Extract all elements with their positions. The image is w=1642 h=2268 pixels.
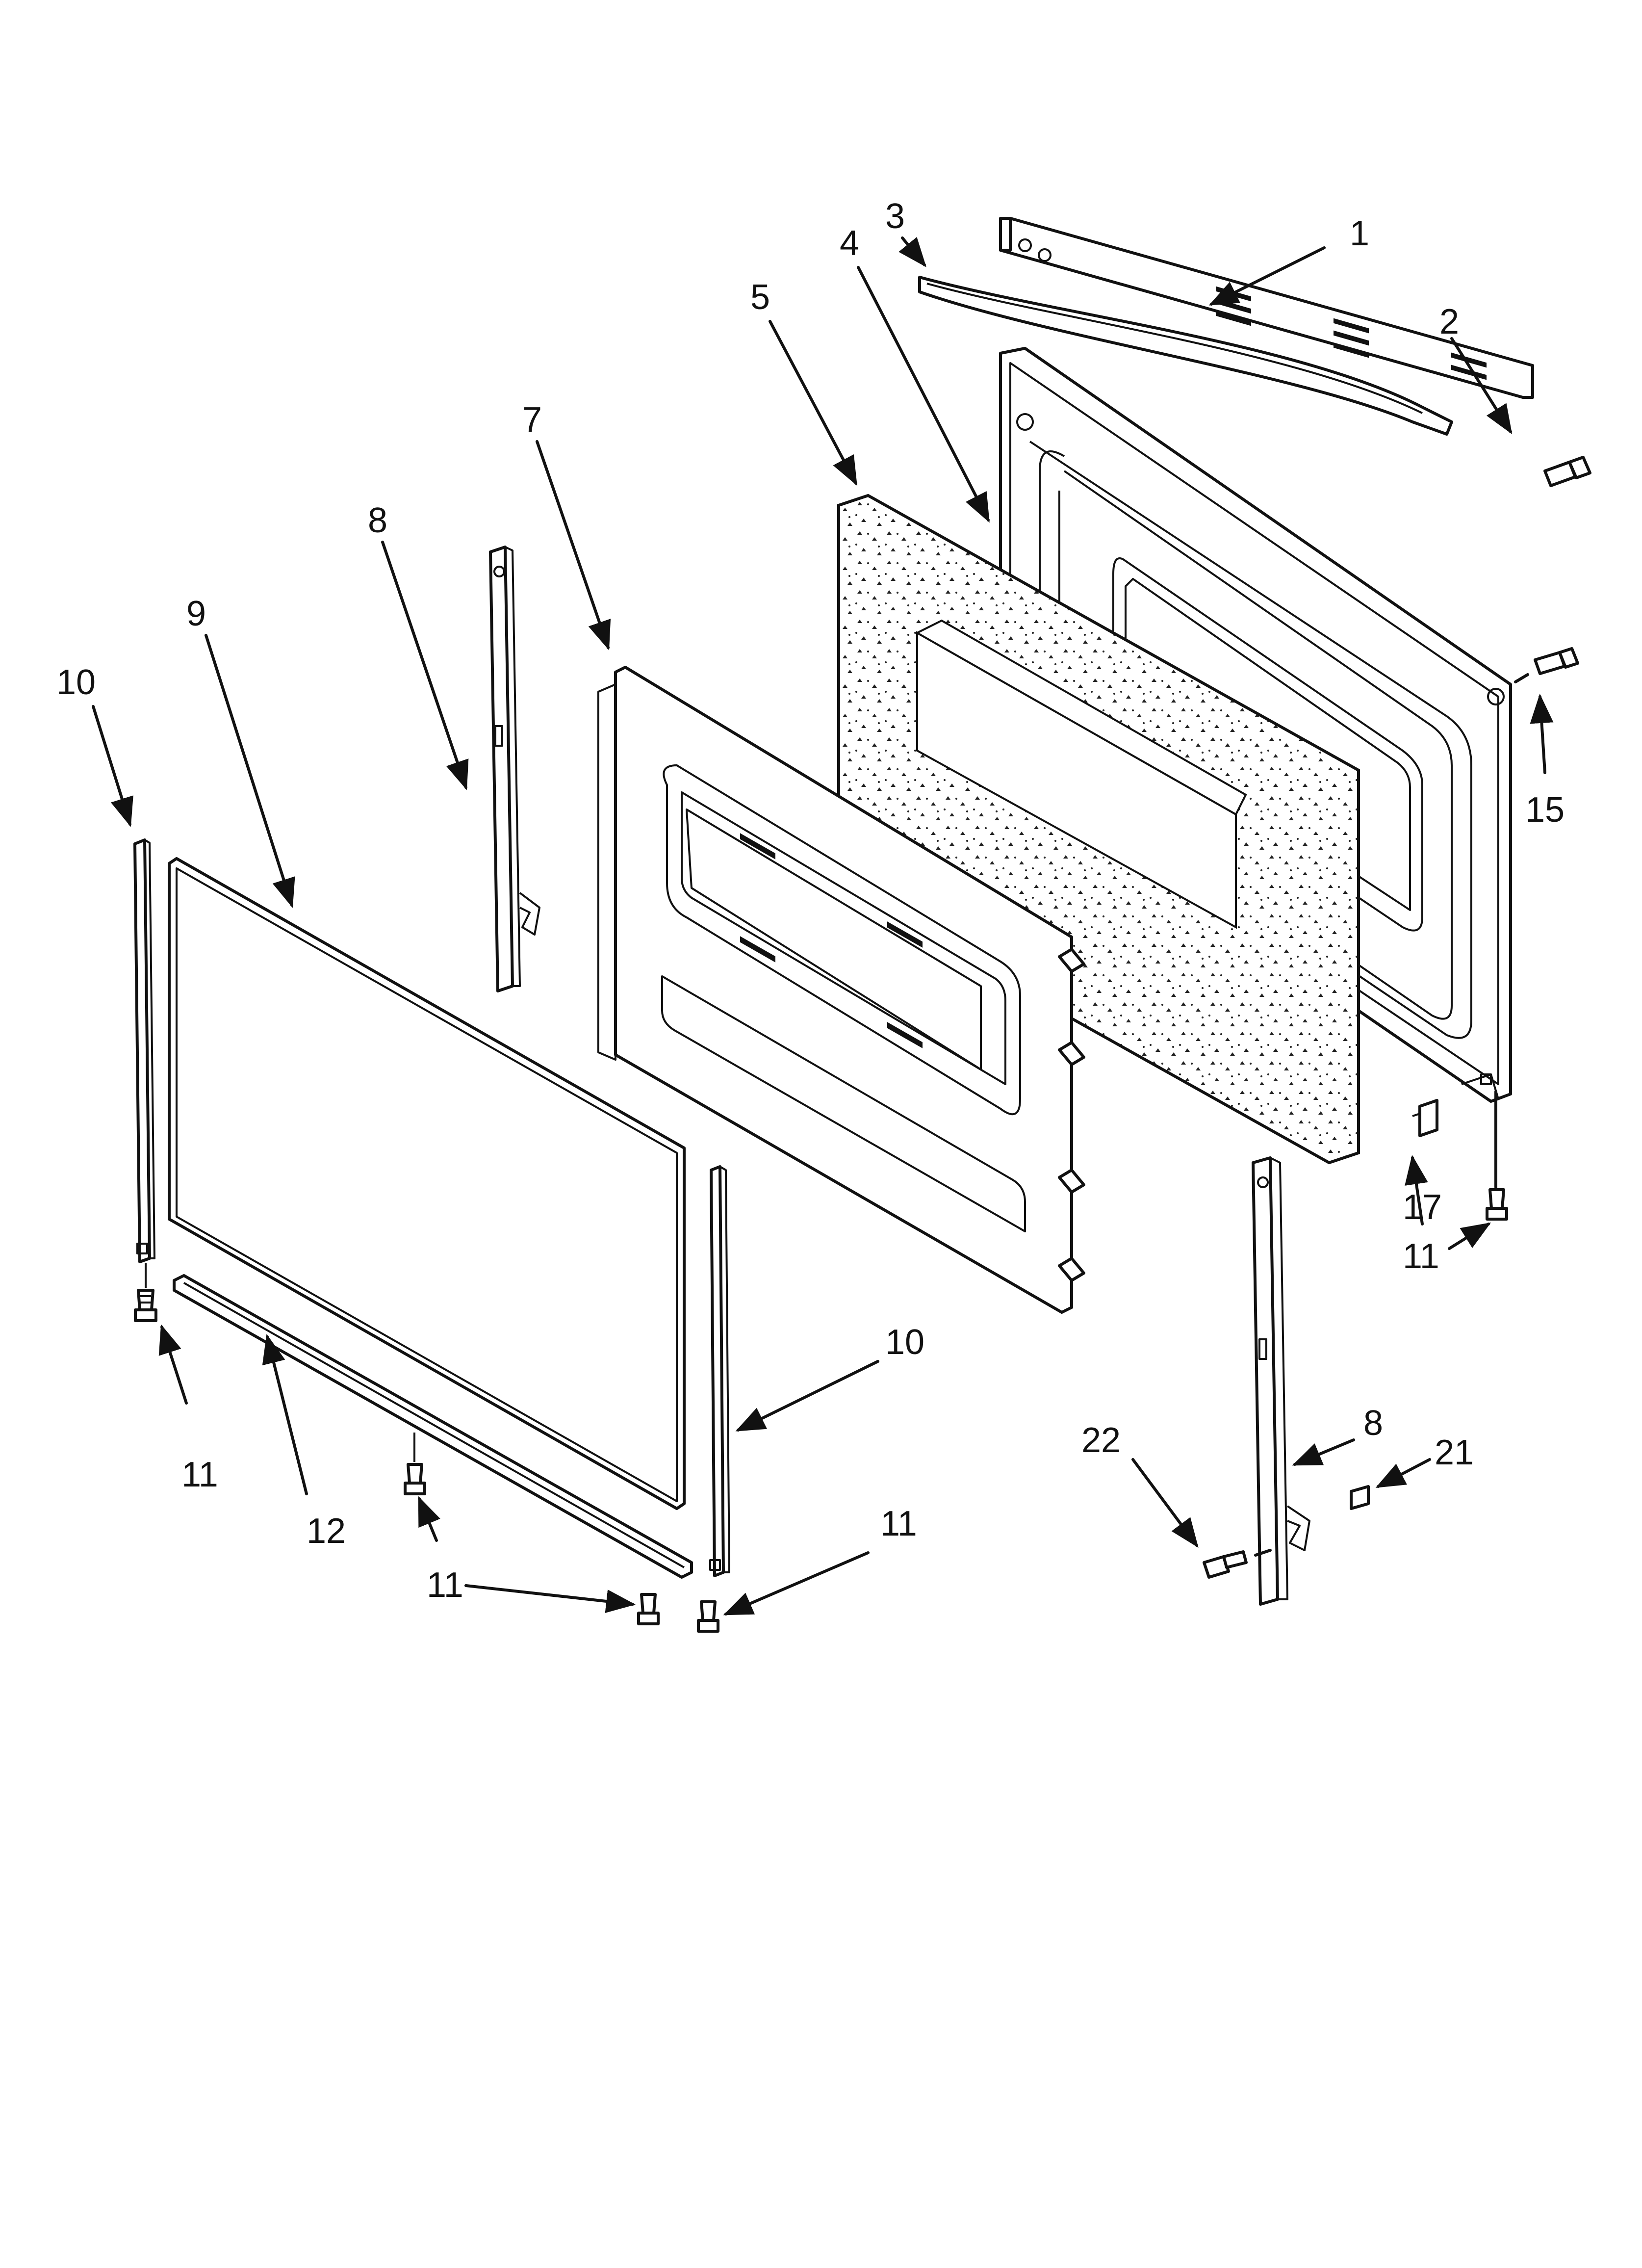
door-frame-part [597, 666, 1085, 1314]
hinge-left-part [489, 546, 540, 992]
screw-part [134, 1289, 157, 1322]
callout-10-right: 10 [885, 1323, 924, 1362]
callout-11-right: 11 [880, 1504, 917, 1543]
callout-5: 5 [750, 278, 770, 317]
callout-17: 17 [1403, 1188, 1442, 1227]
callout-10-left: 10 [56, 663, 96, 702]
screw-part [1534, 647, 1579, 675]
glass-panel-part [168, 857, 686, 1510]
callout-8-upper: 8 [368, 501, 387, 540]
screw-part [637, 1593, 660, 1625]
callout-labels: 1 2 3 4 5 7 8 8 9 10 10 11 11 11 11 12 1… [56, 197, 1565, 1605]
bottom-trim-part [173, 1274, 693, 1579]
screw-part [1486, 1188, 1508, 1221]
callout-11-left: 11 [181, 1455, 218, 1494]
clip-part [1412, 1099, 1438, 1137]
hinge-right-part [1252, 1156, 1310, 1606]
vent-trim-part [999, 217, 1534, 399]
callout-22: 22 [1081, 1421, 1121, 1460]
callout-11-far-right: 11 [1403, 1237, 1439, 1276]
callout-7: 7 [522, 400, 542, 440]
callout-15: 15 [1525, 790, 1565, 830]
screw-part [1203, 1550, 1248, 1579]
callout-2: 2 [1439, 302, 1459, 341]
side-trim-left-part [133, 838, 155, 1263]
screw-part [697, 1600, 719, 1633]
callout-12: 12 [307, 1512, 346, 1551]
insulation-part [837, 494, 1360, 1165]
callout-3: 3 [885, 197, 905, 236]
callout-11-bottom: 11 [427, 1565, 463, 1605]
callout-9: 9 [186, 594, 206, 633]
callout-1: 1 [1350, 214, 1369, 253]
leader-lines [92, 236, 1554, 1616]
clip-part [1350, 1485, 1370, 1510]
screw-part [404, 1463, 426, 1495]
callout-8-lower: 8 [1363, 1404, 1383, 1443]
door-handle-part [918, 276, 1453, 436]
callout-21: 21 [1435, 1433, 1474, 1472]
side-trim-right-part [709, 1165, 730, 1577]
callout-4: 4 [840, 224, 859, 263]
screw-part [1543, 456, 1591, 487]
